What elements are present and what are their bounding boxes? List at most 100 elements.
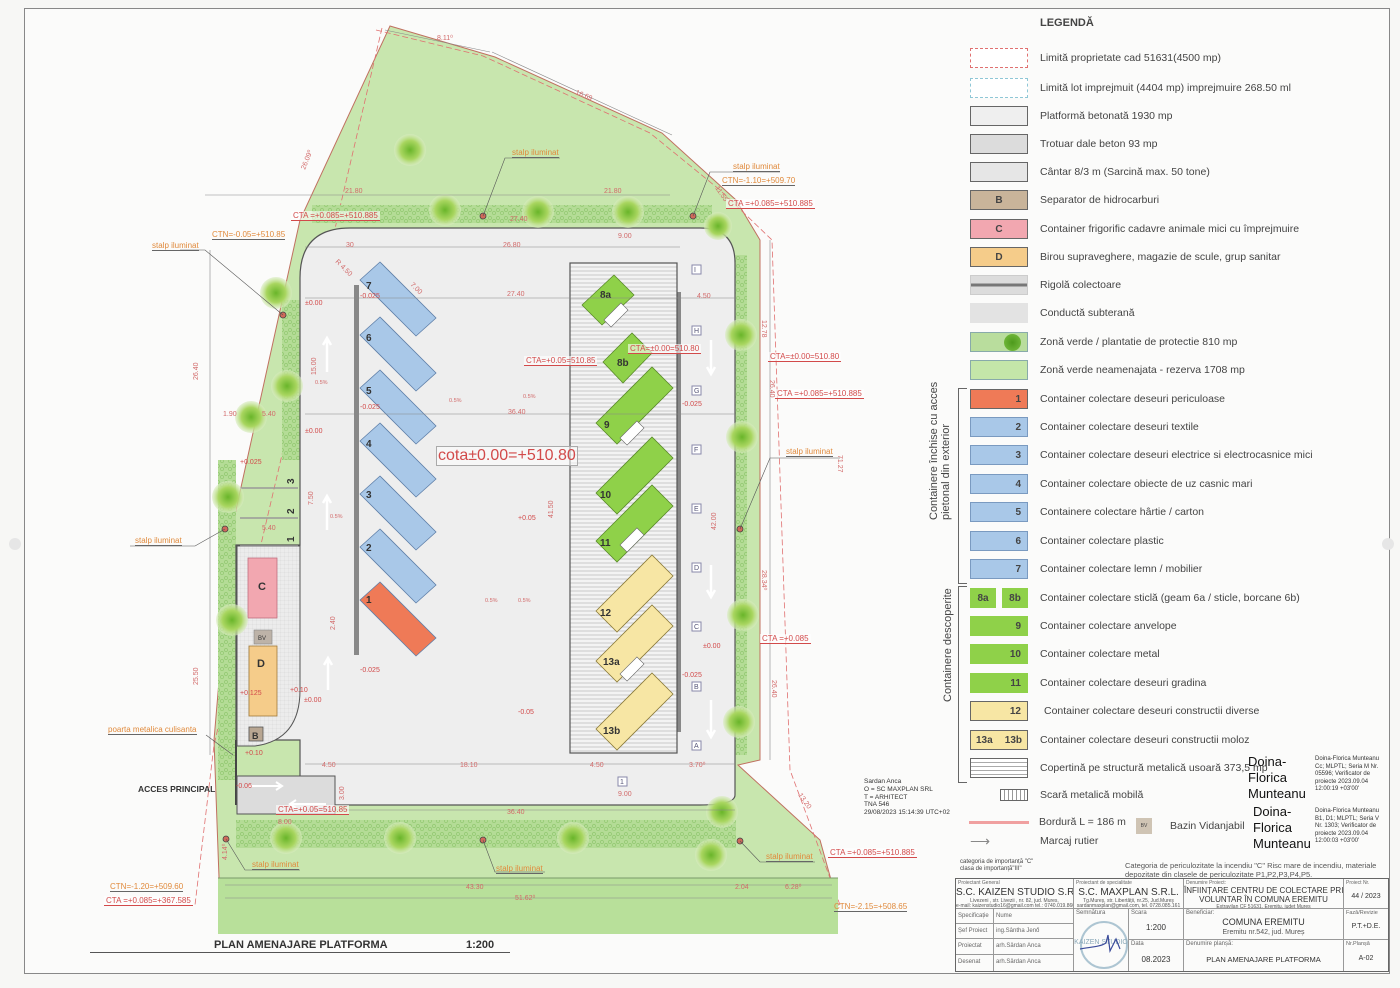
level-cta-mid-center: CTA=±0.00=510.80 [628,344,702,354]
svg-text:41.50: 41.50 [548,500,555,518]
svg-text:28.34⁰: 28.34⁰ [760,570,768,591]
legend-item-office: D Birou supraveghere, magazie de scule, … [970,245,1280,269]
level-ctn-top-right: CTN=-1.10=+509.70 [722,176,796,186]
light-pole-label: stalp iluminat [766,852,813,862]
container-7: 7 [366,281,372,292]
concrete-swatch [970,106,1028,126]
main-access-label: ACCES PRINCIPAL [138,784,216,794]
svg-text:0.5%: 0.5% [449,398,462,404]
container-11: 11 [600,538,611,549]
svg-text:0.5%: 0.5% [518,598,531,604]
title-block: Proiectant General S.C. KAIZEN STUDIO S.… [955,878,1389,972]
legend-item-11: 11 Container colectare deseuri gradina [970,671,1206,695]
svg-text:±0.00: ±0.00 [305,300,323,307]
level-ctn-top-left: CTN=-0.05=+510.85 [212,230,286,240]
level-cta-right-a: CTA=±0.00=510.80 [768,352,842,362]
svg-text:30: 30 [346,242,354,249]
level-cta-bottom-left-2: CTA =+0.085=+367.585 [104,896,193,906]
fire-risk-notes: Categoria de periculozitate la incendiu … [1125,861,1377,879]
pipe-swatch [970,303,1028,323]
svg-text:C: C [694,624,699,631]
svg-text:4.14⁰: 4.14⁰ [221,843,229,860]
legend-item-7: 7 Container colectare lemn / mobilier [970,557,1202,581]
svg-text:1: 1 [620,779,624,786]
container-10: 10 [600,490,612,501]
legend-title: LEGENDĂ [1040,17,1094,29]
beneficiary-cell: Beneficiar: COMUNA EREMITU Eremitu nr.54… [1184,909,1344,940]
scale-swatch [970,162,1028,182]
legend-item-drain: Rigolă colectoare [970,273,1121,297]
legend-item-2: 2 Container colectare deseuri textile [970,415,1199,439]
container-4: 4 [366,439,372,450]
legend-item-3: 3 Container colectare deseuri electrice … [970,443,1313,467]
svg-text:E: E [694,506,699,513]
level-ctn-bottom-left: CTN=-1.20=+509.60 [110,882,184,892]
verifier-a-name: Doina- Florica Munteanu [1248,754,1306,801]
light-pole-label: stalp iluminat [135,536,182,546]
date-cell: Data 08.2023 [1129,940,1184,971]
project-name-cell: Denumire Proiect: ÎNFIINȚARE CENTRU DE C… [1184,879,1344,909]
legend-item-pipe: Conductă subterană [970,301,1135,325]
legend-item-sidewalk: Trotuar dale beton 93 mp [970,132,1158,156]
svg-text:5.40: 5.40 [262,525,276,532]
company-stamp [1080,921,1128,969]
svg-text:42.00: 42.00 [711,512,718,530]
svg-text:5.40: 5.40 [262,411,276,418]
svg-text:2.40: 2.40 [330,616,337,630]
slopes: 0.5% 0.5% 0.5% 0.5% 0.5% 0.5% [315,380,536,604]
svg-text:H: H [694,328,699,335]
svg-text:18.10: 18.10 [460,762,478,769]
signature-cell: Semnătura KAIZEN STUDIO [1074,909,1129,971]
gate-label: poarta metalica culisanta [108,725,197,735]
svg-text:26.40: 26.40 [193,362,200,380]
svg-text:43.30: 43.30 [466,884,484,891]
level-cta-top-left: CTA =+0.085=+510.885 [291,211,380,221]
svg-text:0.5%: 0.5% [485,598,498,604]
legend-item-5: 5 Containere colectare hârtie / carton [970,500,1204,524]
separator-swatch: B [970,190,1028,210]
container-2: 2 [366,543,372,554]
importance-notes: categoria de importanță "C" clasa de imp… [960,859,1034,872]
svg-text:-0.025: -0.025 [682,672,702,679]
svg-text:4.50: 4.50 [590,762,604,769]
architect-signature: Sardan Anca O = SC MAXPLAN SRL T = ARHIT… [864,778,950,817]
svg-text:±0.00: ±0.00 [305,428,323,435]
grid-axes: I H G F E D C B A 1 [617,264,702,787]
parking-3: 3 [286,478,297,484]
legend-item-6: 6 Container colectare plastic [970,529,1164,553]
svg-text:-0.025: -0.025 [360,404,380,411]
septic-tank-label: BV [258,636,266,642]
legend-item-scale: Cântar 8/3 m (Sarcină max. 50 tone) [970,160,1210,184]
svg-text:7.50: 7.50 [308,491,315,505]
verifier-b-name: Doina- Florica Munteanu [1253,804,1311,851]
canopy-swatch [970,758,1028,778]
drawing-scale: 1:200 [466,939,495,951]
svg-text:6.28⁰: 6.28⁰ [785,883,802,891]
svg-text:9.00: 9.00 [618,791,632,798]
container-12: 12 [600,608,612,619]
svg-text:36.40: 36.40 [508,409,526,416]
drain-swatch [970,275,1028,295]
light-pole-label: stalp iluminat [152,241,199,251]
scale-cell: Scara 1:200 [1129,909,1184,940]
small-levels: ±0.00 ±0.00 +0.025 -0.025 -0.025 -0.025 … [236,293,721,790]
svg-text:26.40: 26.40 [768,380,775,398]
svg-text:26.40: 26.40 [770,680,777,698]
open-group-label: Containere descoperite [942,588,954,702]
container-6: 6 [366,333,372,344]
green-reserve-swatch [970,360,1028,380]
open-group-bracket [958,586,967,783]
arrow-right-icon: ⟶ [970,833,991,849]
svg-text:2.04: 2.04 [735,884,749,891]
svg-text:25.50: 25.50 [193,667,200,685]
verifier-b-detail: Doina-Florica Munteanu B1, D1; MLPTL; Se… [1315,808,1380,844]
phase-cell: Fază/Revizie P.T.+D.E. [1344,909,1388,940]
lot-limit-swatch [970,78,1028,98]
sidewalk-swatch [970,134,1028,154]
svg-text:+0.025: +0.025 [240,459,262,466]
svg-text:+0.10: +0.10 [290,687,308,694]
svg-text:B: B [694,684,699,691]
svg-text:27.40: 27.40 [507,291,525,298]
svg-text:+0.10: +0.10 [245,750,263,757]
container-1: 1 [366,595,372,606]
